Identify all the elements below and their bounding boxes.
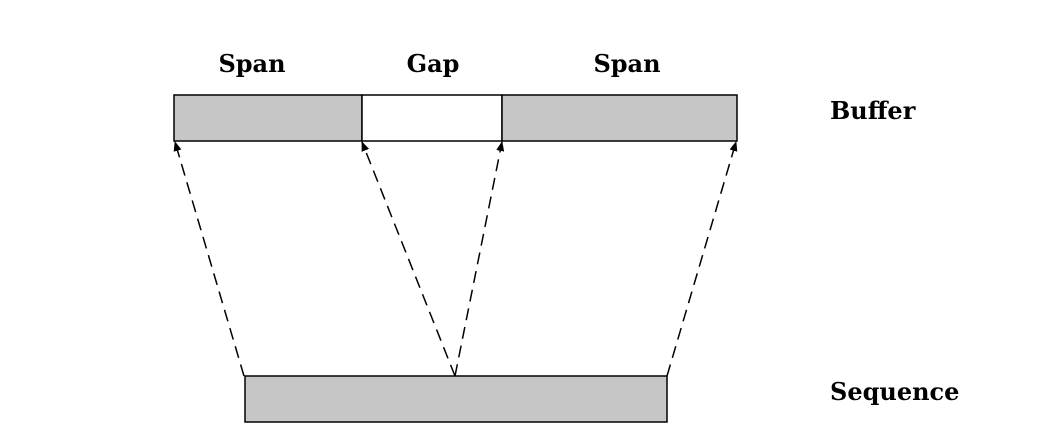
gap-label: Gap	[406, 49, 460, 78]
arrow-to-buffer-end	[666, 141, 738, 377]
span-right-segment	[501, 94, 738, 142]
arrow-to-gap-start	[361, 141, 456, 377]
arrow-to-buffer-start	[173, 141, 245, 377]
span-left-label: Span	[218, 49, 286, 78]
buffer-label: Buffer	[830, 96, 916, 125]
sequence-label: Sequence	[830, 377, 960, 406]
span-right-label: Span	[593, 49, 661, 78]
arrow-to-gap-end	[454, 141, 505, 377]
gap-segment	[361, 94, 503, 142]
span-left-segment	[173, 94, 363, 142]
sequence-bar	[244, 375, 668, 423]
